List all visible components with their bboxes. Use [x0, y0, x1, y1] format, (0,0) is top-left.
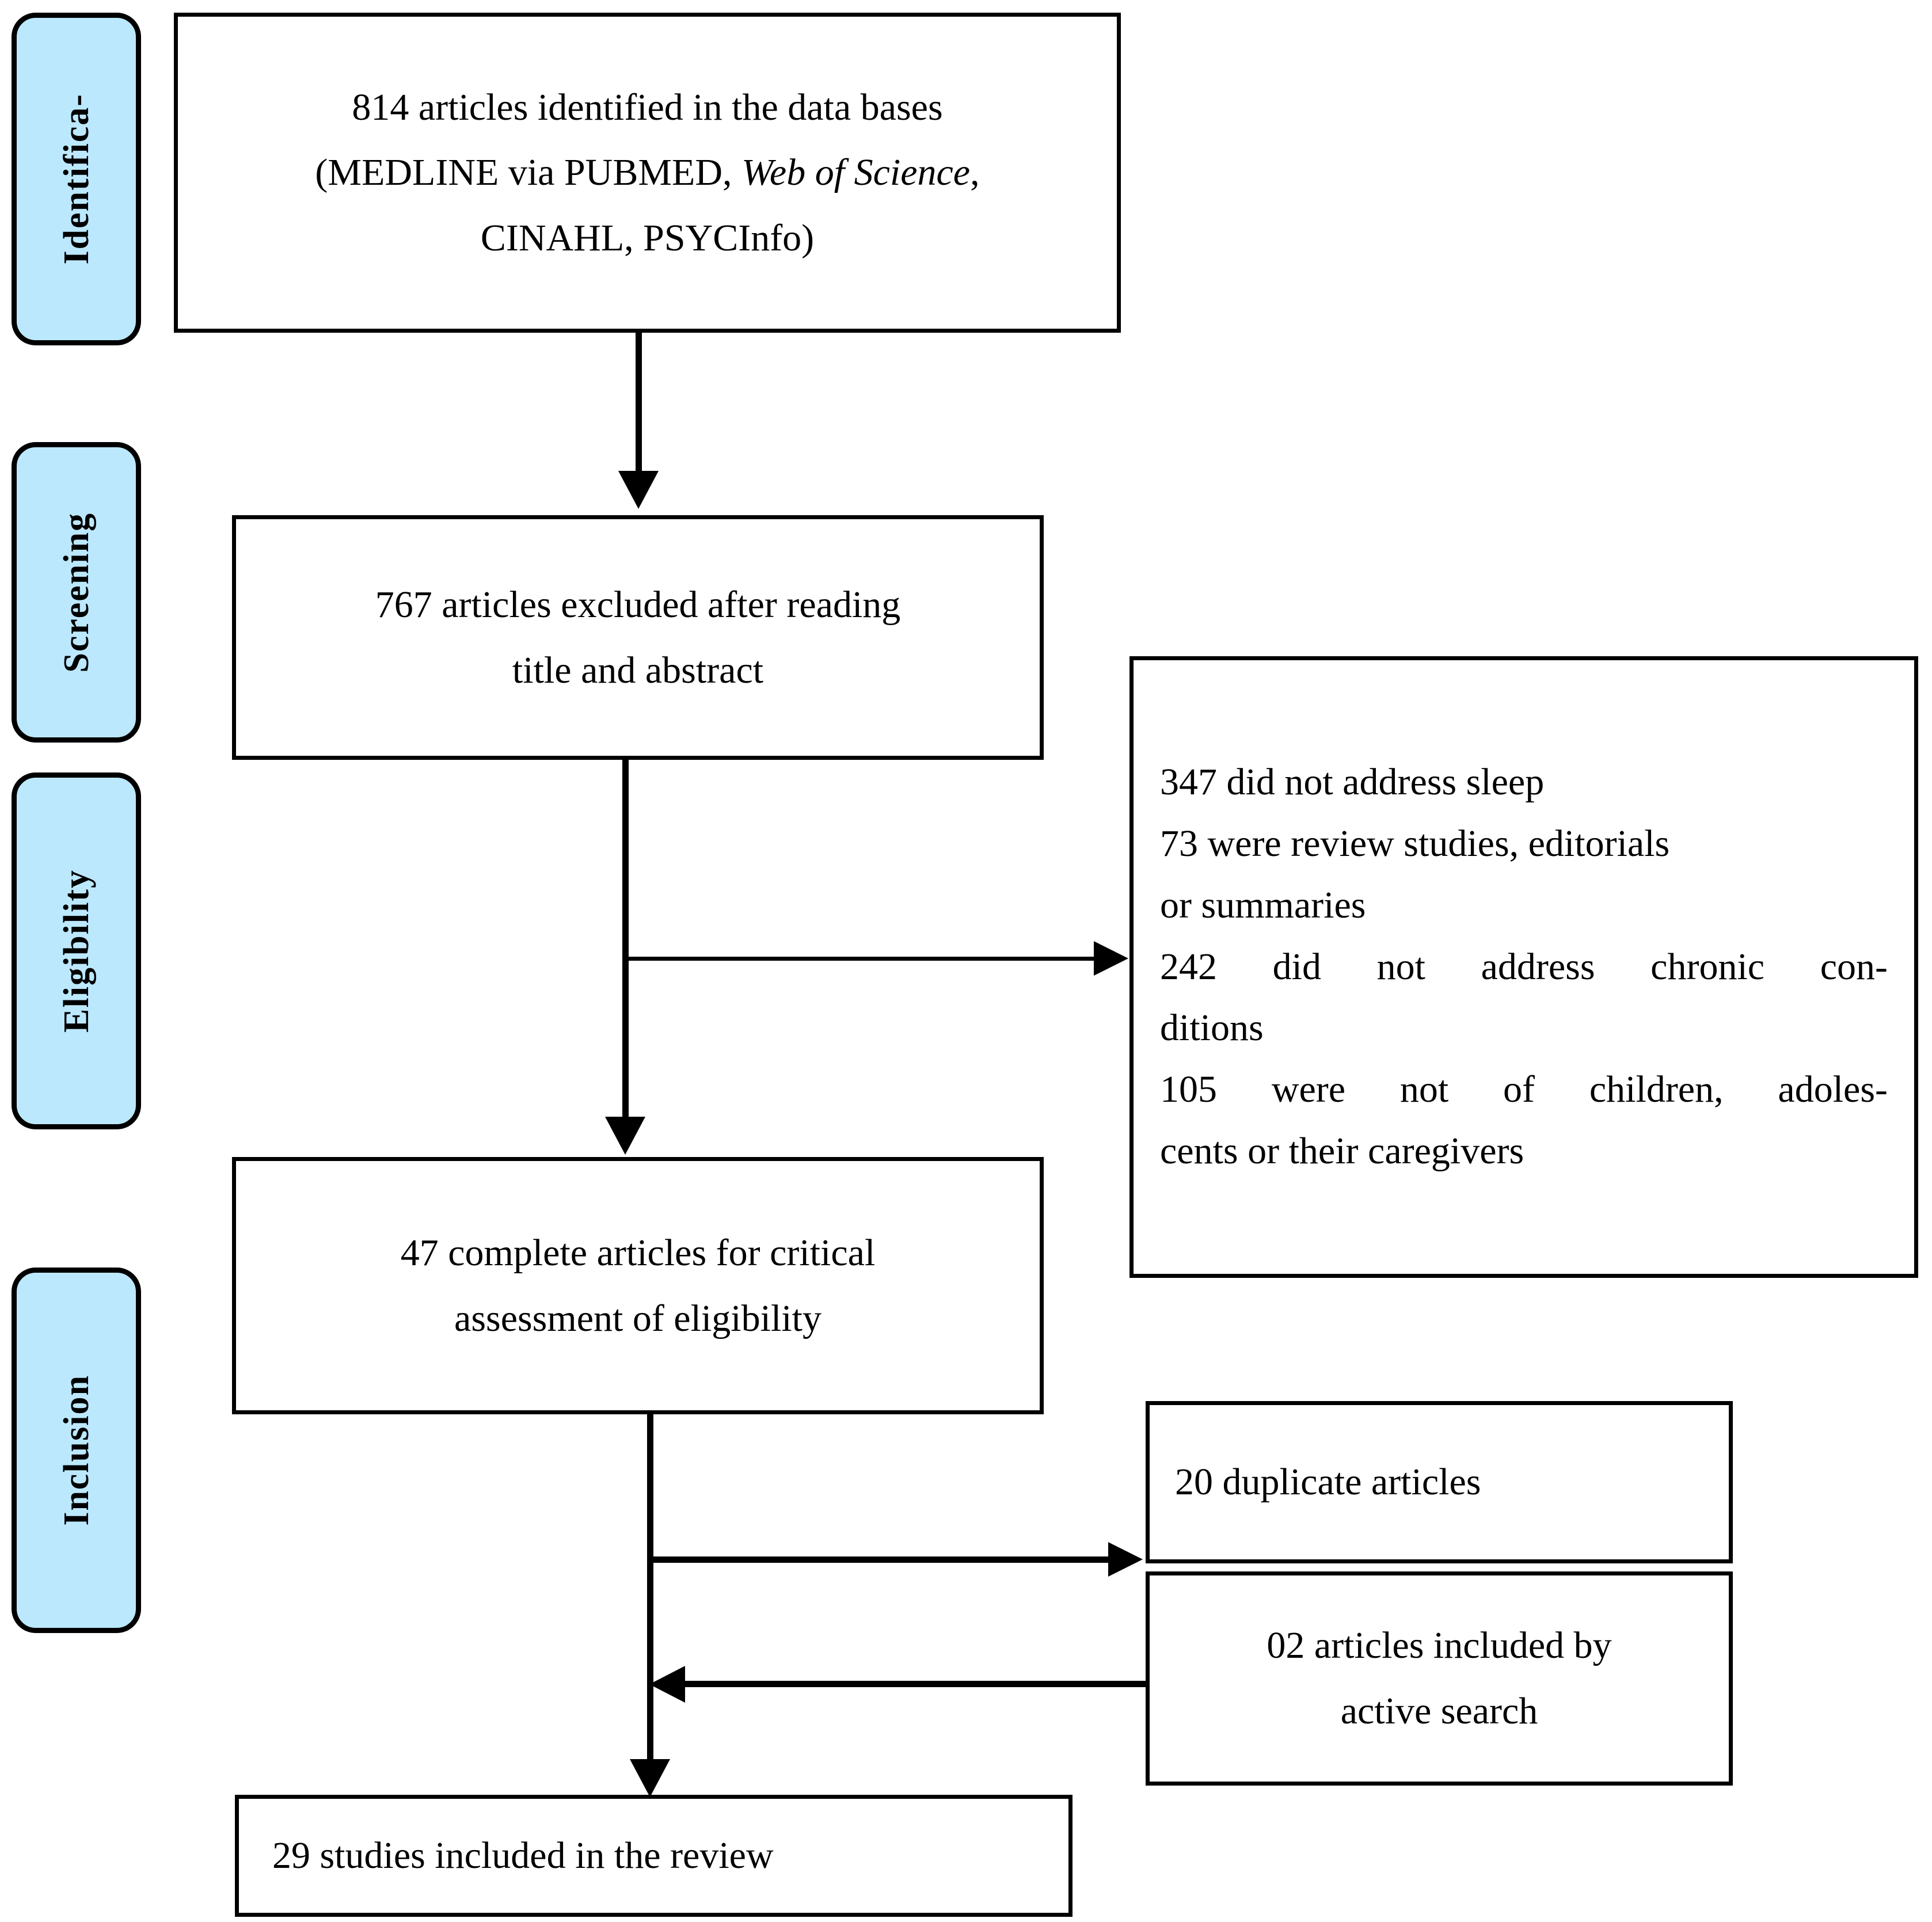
identified-line-2-italic: Web of Science: [741, 151, 971, 194]
exclusion-reason-3-part1: 242 did not address chronic con-: [1160, 945, 1888, 988]
box-duplicate-articles: 20 duplicate articles: [1146, 1401, 1733, 1563]
arrowhead-identified-to-screened: [618, 471, 659, 509]
phase-label-eligibility: Eligibility: [56, 869, 96, 1033]
arrowhead-to-exclusion-reasons: [1094, 941, 1128, 976]
phase-label-screening: Screening: [56, 512, 96, 673]
phase-label-identification: Identifica-: [56, 93, 96, 265]
identified-line-2-post: ,: [970, 151, 980, 194]
included-line-1: 29 studies included in the review: [272, 1834, 774, 1877]
excluded-screening-line-2: title and abstract: [512, 649, 764, 691]
connector-eligibility-to-included: [647, 1414, 653, 1765]
phase-tab-inclusion: Inclusion: [12, 1268, 141, 1633]
box-active-search-articles-text: 02 articles included by active search: [1267, 1613, 1611, 1744]
exclusion-reason-2-part2: or summaries: [1160, 884, 1366, 926]
box-articles-excluded-screening-text: 767 articles excluded after reading titl…: [375, 572, 901, 703]
connector-to-exclusion-reasons: [625, 957, 1097, 961]
phase-tab-screening: Screening: [12, 442, 141, 743]
phase-label-inclusion: Inclusion: [56, 1375, 96, 1526]
identified-line-2-pre: (MEDLINE via PUBMED,: [315, 151, 742, 194]
box-full-text-assessed-text: 47 complete articles for critical assess…: [401, 1220, 876, 1351]
box-duplicate-articles-text: 20 duplicate articles: [1175, 1452, 1703, 1513]
connector-from-active-search: [685, 1681, 1148, 1687]
arrowhead-from-active-search: [649, 1666, 685, 1703]
exclusion-reason-4-part1: 105 were not of children, adoles-: [1160, 1068, 1888, 1111]
exclusion-reason-4-part2: cents or their caregivers: [1160, 1130, 1524, 1173]
box-full-text-assessed: 47 complete articles for critical assess…: [232, 1157, 1044, 1414]
excluded-screening-line-1: 767 articles excluded after reading: [375, 583, 901, 626]
arrowhead-to-duplicates: [1108, 1542, 1143, 1577]
arrowhead-eligibility-to-included: [630, 1759, 670, 1797]
connector-identified-to-screened: [636, 333, 642, 471]
phase-tab-identification: Identifica-: [12, 13, 141, 345]
active-search-line-1: 02 articles included by: [1267, 1624, 1612, 1667]
duplicates-line-1: 20 duplicate articles: [1175, 1460, 1481, 1503]
connector-screened-to-eligibility: [622, 760, 629, 1117]
box-articles-identified-text: 814 articles identified in the data base…: [315, 75, 979, 271]
box-exclusion-reasons-text: 347 did not address sleep 73 were review…: [1160, 752, 1888, 1182]
exclusion-reason-3-part2: ditions: [1160, 1007, 1264, 1049]
box-exclusion-reasons: 347 did not address sleep 73 were review…: [1129, 656, 1918, 1278]
full-text-assessed-line-2: assessment of eligibility: [454, 1297, 822, 1339]
box-articles-identified: 814 articles identified in the data base…: [174, 13, 1121, 333]
exclusion-reason-2-part1: 73 were review studies, editorials: [1160, 822, 1670, 865]
box-articles-excluded-screening: 767 articles excluded after reading titl…: [232, 515, 1044, 760]
active-search-line-2: active search: [1340, 1690, 1538, 1732]
box-active-search-articles: 02 articles included by active search: [1146, 1571, 1733, 1786]
exclusion-reason-1: 347 did not address sleep: [1160, 760, 1545, 803]
box-studies-included: 29 studies included in the review: [235, 1795, 1073, 1917]
box-studies-included-text: 29 studies included in the review: [272, 1825, 1035, 1887]
arrowhead-screened-to-eligibility: [605, 1117, 645, 1155]
full-text-assessed-line-1: 47 complete articles for critical: [400, 1231, 876, 1274]
identified-line-1: 814 articles identified in the data base…: [352, 86, 943, 128]
connector-to-duplicates: [651, 1556, 1111, 1563]
identified-line-3: CINAHL, PSYCInfo): [480, 216, 815, 259]
phase-tab-eligibility: Eligibility: [12, 772, 141, 1129]
